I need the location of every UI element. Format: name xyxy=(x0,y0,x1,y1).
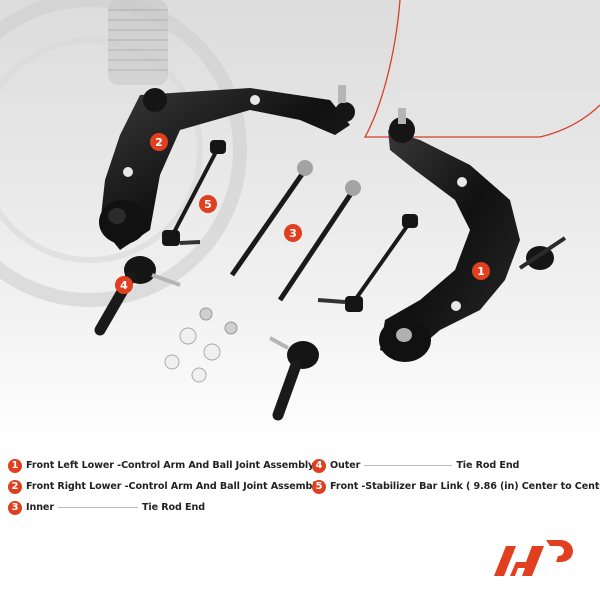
legend-item-3: 3 Inner Tie Rod End xyxy=(8,499,205,516)
strut-spring xyxy=(108,0,168,85)
marker-1: 1 xyxy=(472,262,490,280)
legend-label: Front -Stabilizer Bar Link ( 9.86 (in) C… xyxy=(330,481,600,492)
legend-item-5: 5 Front -Stabilizer Bar Link ( 9.86 (in)… xyxy=(312,478,600,495)
stabilizer-link-2 xyxy=(317,214,418,312)
legend-label-right: Tie Rod End xyxy=(141,502,205,513)
control-arm-right xyxy=(99,85,355,250)
legend-divider xyxy=(364,465,453,466)
legend-label-left: Inner xyxy=(26,502,54,513)
marker-4: 4 xyxy=(115,276,133,294)
inner-tie-rod-1 xyxy=(229,160,313,277)
number-badge: 4 xyxy=(312,458,326,473)
legend-label-left: Outer xyxy=(330,460,361,471)
control-arm-left xyxy=(379,108,567,362)
inner-tie-rod-2 xyxy=(277,180,361,302)
logo-slash xyxy=(494,546,516,576)
product-photo xyxy=(0,0,600,445)
hardware-kit xyxy=(164,307,238,383)
brand-logo xyxy=(494,540,574,576)
legend-label: Front Right Lower -Control Arm And Ball … xyxy=(26,481,322,492)
logo-a-mark xyxy=(510,546,544,576)
marker-2: 2 xyxy=(150,133,168,151)
number-badge: 3 xyxy=(8,500,22,515)
number-badge: 1 xyxy=(8,458,22,473)
outer-tie-rod-end-2 xyxy=(269,336,319,421)
number-badge: 5 xyxy=(312,479,326,494)
accent-arc xyxy=(363,0,600,138)
legend-item-4: 4 Outer Tie Rod End xyxy=(312,457,519,474)
logo-p-mark xyxy=(546,540,574,562)
number-badge: 2 xyxy=(8,479,22,494)
marker-3: 3 xyxy=(284,224,302,242)
marker-5: 5 xyxy=(199,195,217,213)
legend-item-1: 1 Front Left Lower -Control Arm And Ball… xyxy=(8,457,314,474)
legend-label-right: Tie Rod End xyxy=(456,460,520,471)
parts-legend: 1 Front Left Lower -Control Arm And Ball… xyxy=(0,455,600,525)
legend-item-2: 2 Front Right Lower -Control Arm And Bal… xyxy=(8,478,322,495)
stabilizer-link-1 xyxy=(162,140,226,246)
legend-label: Front Left Lower -Control Arm And Ball J… xyxy=(26,460,315,471)
legend-divider xyxy=(57,507,138,508)
